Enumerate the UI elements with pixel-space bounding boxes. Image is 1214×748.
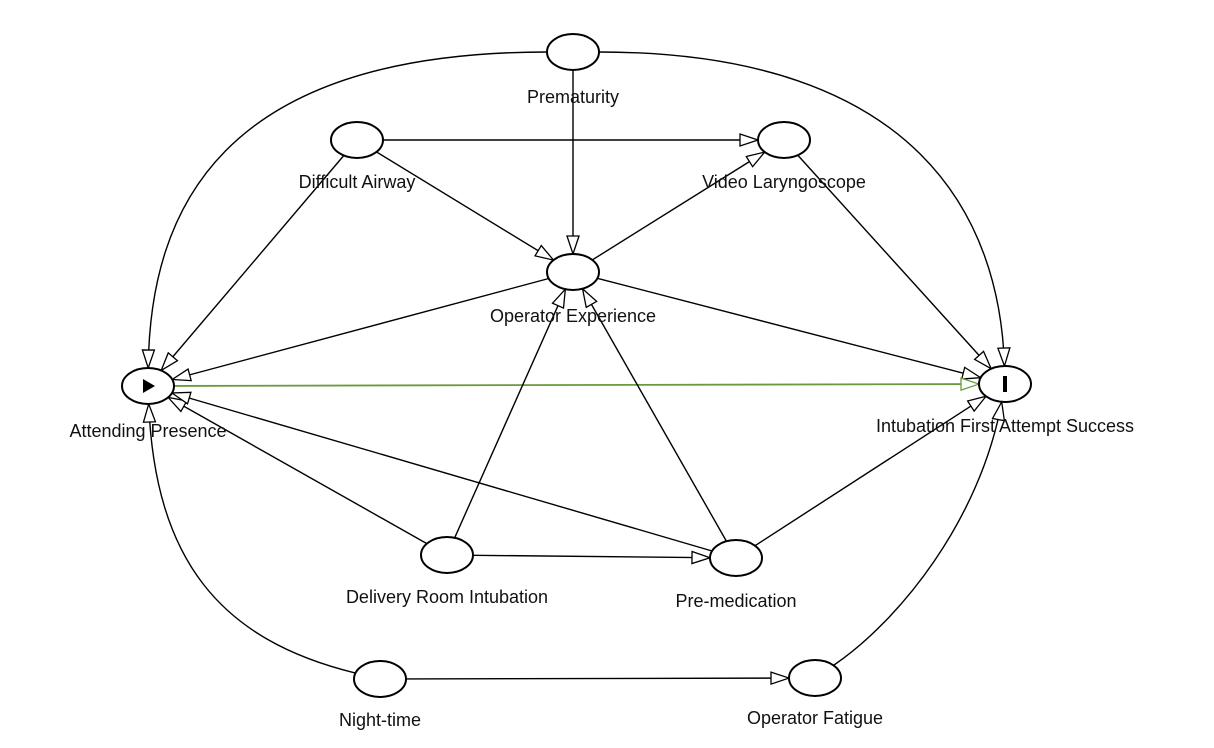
play-icon (143, 379, 155, 393)
node-premedication-label: Pre-medication (675, 591, 796, 611)
edge-difficult-airway-to-operator-experience (376, 151, 553, 260)
edge-premedication-to-operator-experience (583, 289, 728, 542)
node-attending-presence-label: Attending Presence (69, 421, 226, 441)
node-delivery-room-ellipse[interactable] (420, 536, 474, 574)
node-video-laryngoscope-label: Video Laryngoscope (702, 172, 866, 192)
node-premedication[interactable]: Pre-medication (675, 539, 797, 611)
edge-difficult-airway-to-attending-presence (161, 155, 345, 371)
edge-delivery-room-to-premedication (472, 555, 710, 557)
node-prematurity[interactable]: Prematurity (527, 33, 619, 107)
node-attending-presence[interactable]: Attending Presence (69, 367, 227, 441)
node-operator-fatigue-label: Operator Fatigue (747, 708, 883, 728)
node-video-laryngoscope-ellipse[interactable] (757, 121, 811, 159)
node-operator-experience-ellipse[interactable] (546, 253, 600, 291)
node-difficult-airway-label: Difficult Airway (299, 172, 416, 192)
edge-operator-experience-to-video-laryngoscope (591, 152, 764, 261)
edge-attending-presence-to-intubation-success (173, 384, 979, 386)
node-delivery-room[interactable]: Delivery Room Intubation (346, 536, 548, 607)
node-prematurity-label: Prematurity (527, 87, 619, 107)
node-difficult-airway-ellipse[interactable] (330, 121, 384, 159)
edge-premedication-to-attending-presence (172, 393, 713, 552)
node-night-time-ellipse[interactable] (353, 660, 407, 698)
edge-premedication-to-intubation-success (754, 396, 986, 547)
edge-night-time-to-operator-fatigue (405, 678, 789, 679)
node-difficult-airway[interactable]: Difficult Airway (299, 121, 416, 192)
node-operator-experience-label: Operator Experience (490, 306, 656, 326)
edge-operator-experience-to-intubation-success (597, 277, 980, 377)
edge-operator-fatigue-to-intubation-success (833, 402, 1002, 666)
bar-icon (1003, 376, 1007, 392)
edge-prematurity-to-attending-presence (148, 51, 548, 368)
edge-delivery-room-to-attending-presence (168, 397, 428, 545)
node-delivery-room-label: Delivery Room Intubation (346, 587, 548, 607)
edges-layer (148, 51, 1004, 679)
edge-delivery-room-to-operator-experience (454, 289, 566, 539)
node-operator-fatigue[interactable]: Operator Fatigue (747, 659, 883, 728)
edge-video-laryngoscope-to-intubation-success (797, 154, 991, 369)
node-intubation-success[interactable]: Intubation First Attempt Success (876, 365, 1134, 436)
edge-night-time-to-attending-presence (149, 404, 356, 674)
node-intubation-success-label: Intubation First Attempt Success (876, 416, 1134, 436)
node-night-time-label: Night-time (339, 710, 421, 730)
edge-prematurity-to-intubation-success (598, 51, 1004, 366)
node-night-time[interactable]: Night-time (339, 660, 421, 730)
edge-operator-experience-to-attending-presence (172, 277, 549, 380)
node-operator-fatigue-ellipse[interactable] (788, 659, 842, 697)
node-video-laryngoscope[interactable]: Video Laryngoscope (702, 121, 866, 192)
node-operator-experience[interactable]: Operator Experience (490, 253, 656, 326)
node-prematurity-ellipse[interactable] (546, 33, 600, 71)
node-premedication-ellipse[interactable] (709, 539, 763, 577)
